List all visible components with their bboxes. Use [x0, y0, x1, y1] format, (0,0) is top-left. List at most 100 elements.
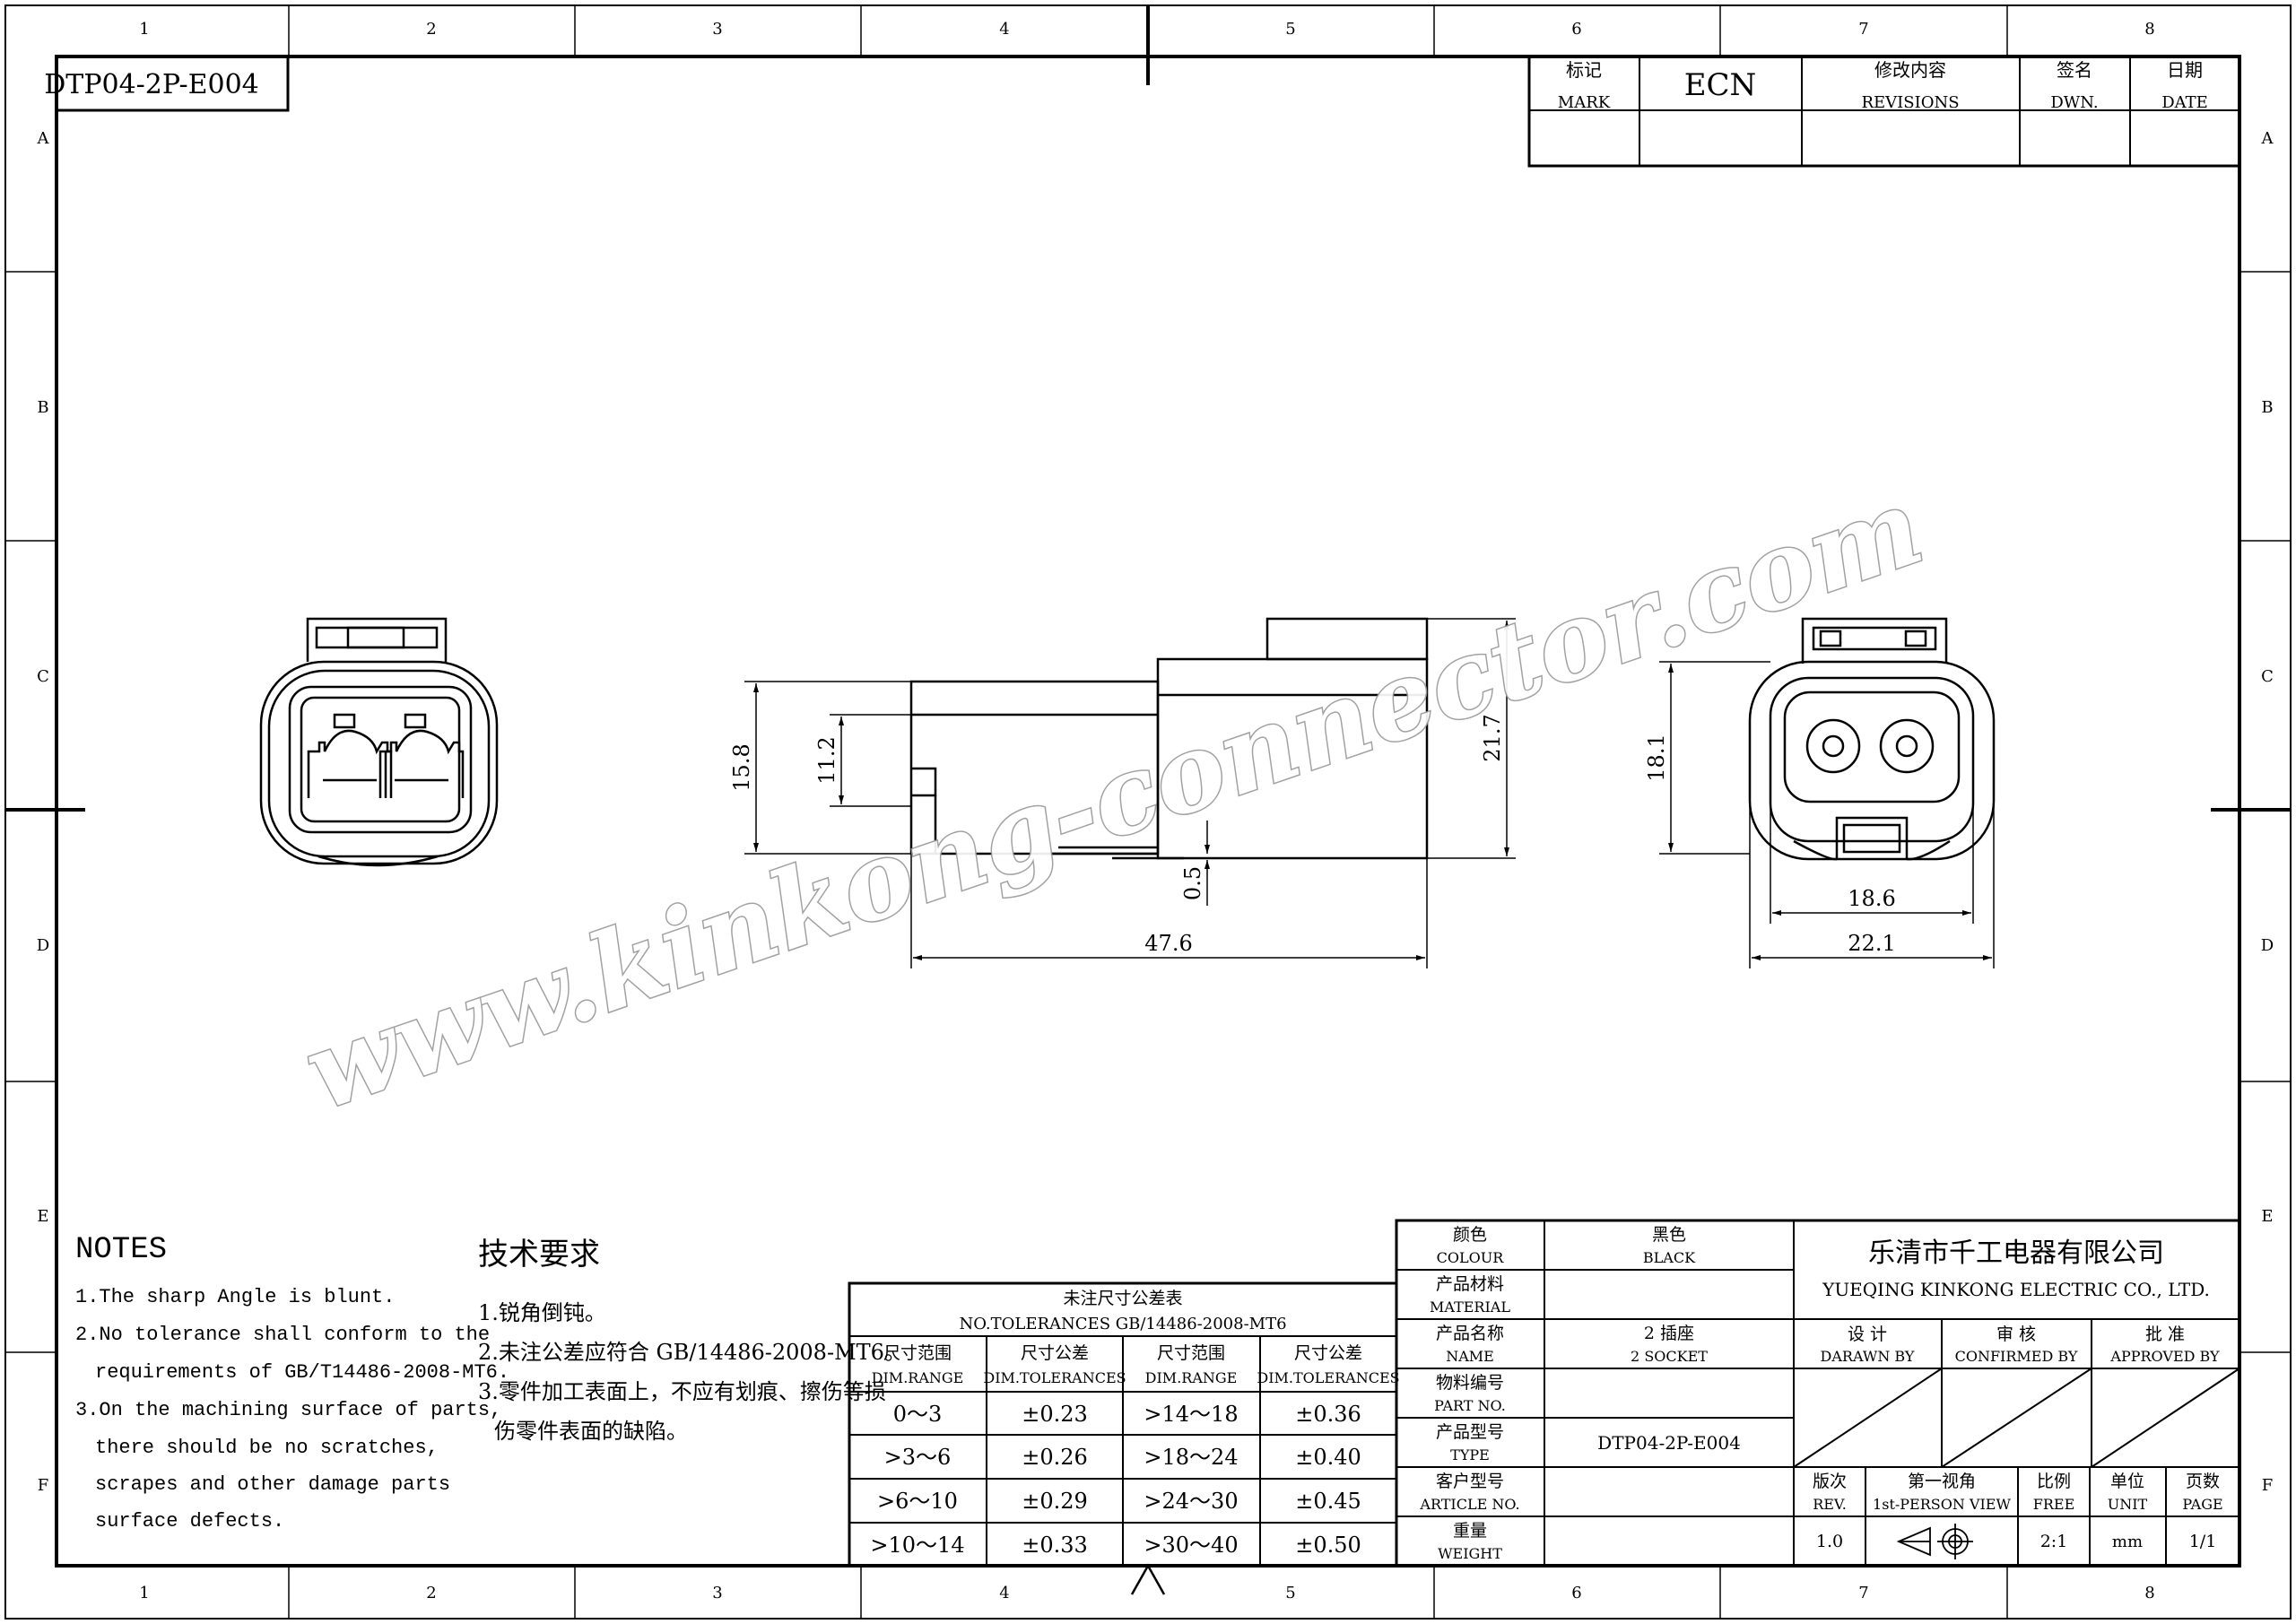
tb-colour-cn: 颜色 [1453, 1225, 1487, 1245]
tb-colour-value-en: BLACK [1643, 1249, 1696, 1266]
tol-cell: ±0.26 [1022, 1445, 1088, 1470]
tb-rev-value: 1.0 [1816, 1532, 1843, 1551]
row-labels-left: A B C D E F [37, 129, 50, 1495]
front-view-mating-face [259, 617, 499, 867]
note-cn-line: 2.未注公差应符合 GB/14486-2008-MT6。 [478, 1340, 906, 1365]
tol-title-cn: 未注尺寸公差表 [1063, 1289, 1182, 1308]
tb-weight-en: WEIGHT [1438, 1545, 1502, 1562]
col-label: 7 [1858, 20, 1868, 39]
column-labels-top: 1 2 3 4 5 6 7 8 [139, 20, 2154, 39]
col-label: 6 [1571, 20, 1581, 39]
col-label: 2 [426, 20, 436, 39]
tb-unit-cn: 单位 [2110, 1472, 2144, 1491]
tol-cell: >30～40 [1144, 1533, 1238, 1558]
side-view-profile [909, 617, 1429, 860]
tb-unit-value: mm [2112, 1533, 2143, 1551]
tb-type-cn: 产品型号 [1436, 1422, 1504, 1442]
tol-header-en: DIM.RANGE [872, 1369, 964, 1386]
tol-header-en: DIM.TOLERANCES [983, 1369, 1126, 1386]
tol-cell: ±0.23 [1022, 1402, 1088, 1427]
tol-cell: 0～3 [893, 1402, 943, 1427]
tol-cell: >6～10 [877, 1489, 958, 1514]
row-label: C [2261, 667, 2274, 686]
dim-11-2: 11.2 [814, 736, 839, 784]
row-label: C [37, 667, 49, 686]
tol-header-cn: 尺寸范围 [1157, 1343, 1225, 1363]
tol-cell: ±0.29 [1022, 1489, 1088, 1514]
tol-cell: >14～18 [1144, 1402, 1238, 1427]
col-label: 1 [139, 20, 149, 39]
tol-cell: ±0.33 [1022, 1533, 1088, 1558]
note-line: 1.The sharp Angle is blunt. [75, 1286, 395, 1308]
tb-name-value-en: 2 SOCKET [1631, 1348, 1708, 1365]
notes-cn-title: 技术要求 [478, 1237, 600, 1272]
tb-design-en: DARAWN BY [1821, 1348, 1915, 1365]
tb-page-en: PAGE [2182, 1496, 2222, 1513]
rev-date-en: DATE [2161, 93, 2208, 112]
dim-21-7: 21.7 [1480, 714, 1505, 761]
row-labels-right: A B C D E F [2261, 129, 2274, 1495]
tb-partno-en: PART NO. [1434, 1397, 1506, 1414]
tb-scale-value: 2:1 [2040, 1532, 2068, 1551]
tol-cell: >24～30 [1144, 1489, 1238, 1514]
tol-header-cn: 尺寸公差 [1021, 1343, 1089, 1363]
col-label: 3 [712, 20, 722, 39]
tb-partno-cn: 物料编号 [1436, 1373, 1504, 1393]
tol-cell: >3～6 [884, 1445, 952, 1470]
tb-scale-en: FREE [2033, 1496, 2075, 1513]
website-watermark: www.kinkong-connector.com [290, 464, 1936, 1134]
notes-english: NOTES 1.The sharp Angle is blunt. 2.No t… [75, 1233, 509, 1533]
projection-symbol-icon [1896, 1524, 1973, 1559]
tb-rev-en: REV. [1813, 1496, 1847, 1513]
row-label: B [2261, 398, 2273, 417]
note-line: surface defects. [95, 1510, 284, 1533]
col-label: 3 [712, 1584, 722, 1602]
rev-dwn-cn: 签名 [2057, 59, 2092, 81]
col-label: 4 [999, 20, 1009, 39]
tb-company-cn: 乐清市千工电器有限公司 [1868, 1238, 2164, 1269]
tb-design-cn: 设 计 [1848, 1324, 1887, 1344]
row-label: A [2261, 129, 2274, 148]
tb-page-value: 1/1 [2189, 1532, 2217, 1551]
col-label: 7 [1858, 1584, 1868, 1602]
rev-dwn-en: DWN. [2050, 93, 2098, 112]
row-label: D [37, 936, 49, 955]
col-label: 1 [139, 1584, 149, 1602]
tol-cell: ±0.36 [1295, 1402, 1361, 1427]
col-label: 5 [1285, 20, 1295, 39]
title-block: 颜色 COLOUR 黑色 BLACK 产品材料 MATERIAL 产品名称 NA… [1395, 1219, 2241, 1568]
tb-confirm-en: CONFIRMED BY [1955, 1348, 2078, 1365]
notes-chinese: 技术要求 1.锐角倒钝。 2.未注公差应符合 GB/14486-2008-MT6… [478, 1237, 906, 1444]
tb-colour-value-cn: 黑色 [1652, 1225, 1686, 1245]
dim-0-5: 0.5 [1180, 866, 1205, 900]
tol-cell: ±0.50 [1295, 1533, 1361, 1558]
tb-weight-cn: 重量 [1453, 1521, 1487, 1541]
tb-material-en: MATERIAL [1430, 1298, 1510, 1316]
column-labels-bottom: 1 2 3 4 5 6 7 8 [139, 1584, 2154, 1602]
tb-approve-en: APPROVED BY [2109, 1348, 2220, 1365]
rear-view-wire-side [1748, 617, 1996, 861]
row-label: E [37, 1207, 48, 1226]
tb-colour-en: COLOUR [1437, 1249, 1505, 1266]
row-label: D [2261, 936, 2274, 955]
tol-cell: >18～24 [1144, 1445, 1238, 1470]
rev-ecn: ECN [1684, 67, 1757, 103]
note-line: 2.No tolerance shall conform to the [75, 1324, 490, 1346]
tolerance-table: 未注尺寸公差表 NO.TOLERANCES GB/14486-2008-MT6 … [848, 1281, 1400, 1568]
col-label: 6 [1571, 1584, 1581, 1602]
col-label: 4 [999, 1584, 1009, 1602]
tol-cell: ±0.45 [1295, 1489, 1361, 1514]
row-label: F [2262, 1476, 2274, 1495]
note-cn-line: 3.零件加工表面上，不应有划痕、擦伤等损 [478, 1379, 886, 1404]
tol-cell: ±0.40 [1295, 1445, 1361, 1470]
tb-name-cn: 产品名称 [1436, 1324, 1504, 1343]
tol-title-en: NO.TOLERANCES GB/14486-2008-MT6 [959, 1315, 1286, 1333]
dimension-lines [744, 618, 1995, 968]
tol-cell: >10～14 [870, 1533, 964, 1558]
tb-confirm-cn: 审 核 [1996, 1324, 2036, 1344]
part-number-text: DTP04-2P-E004 [44, 69, 259, 100]
tb-view-en: 1st-PERSON VIEW [1873, 1496, 2011, 1513]
part-number-box: DTP04-2P-E004 [44, 55, 290, 112]
tb-view-cn: 第一视角 [1908, 1472, 1976, 1491]
